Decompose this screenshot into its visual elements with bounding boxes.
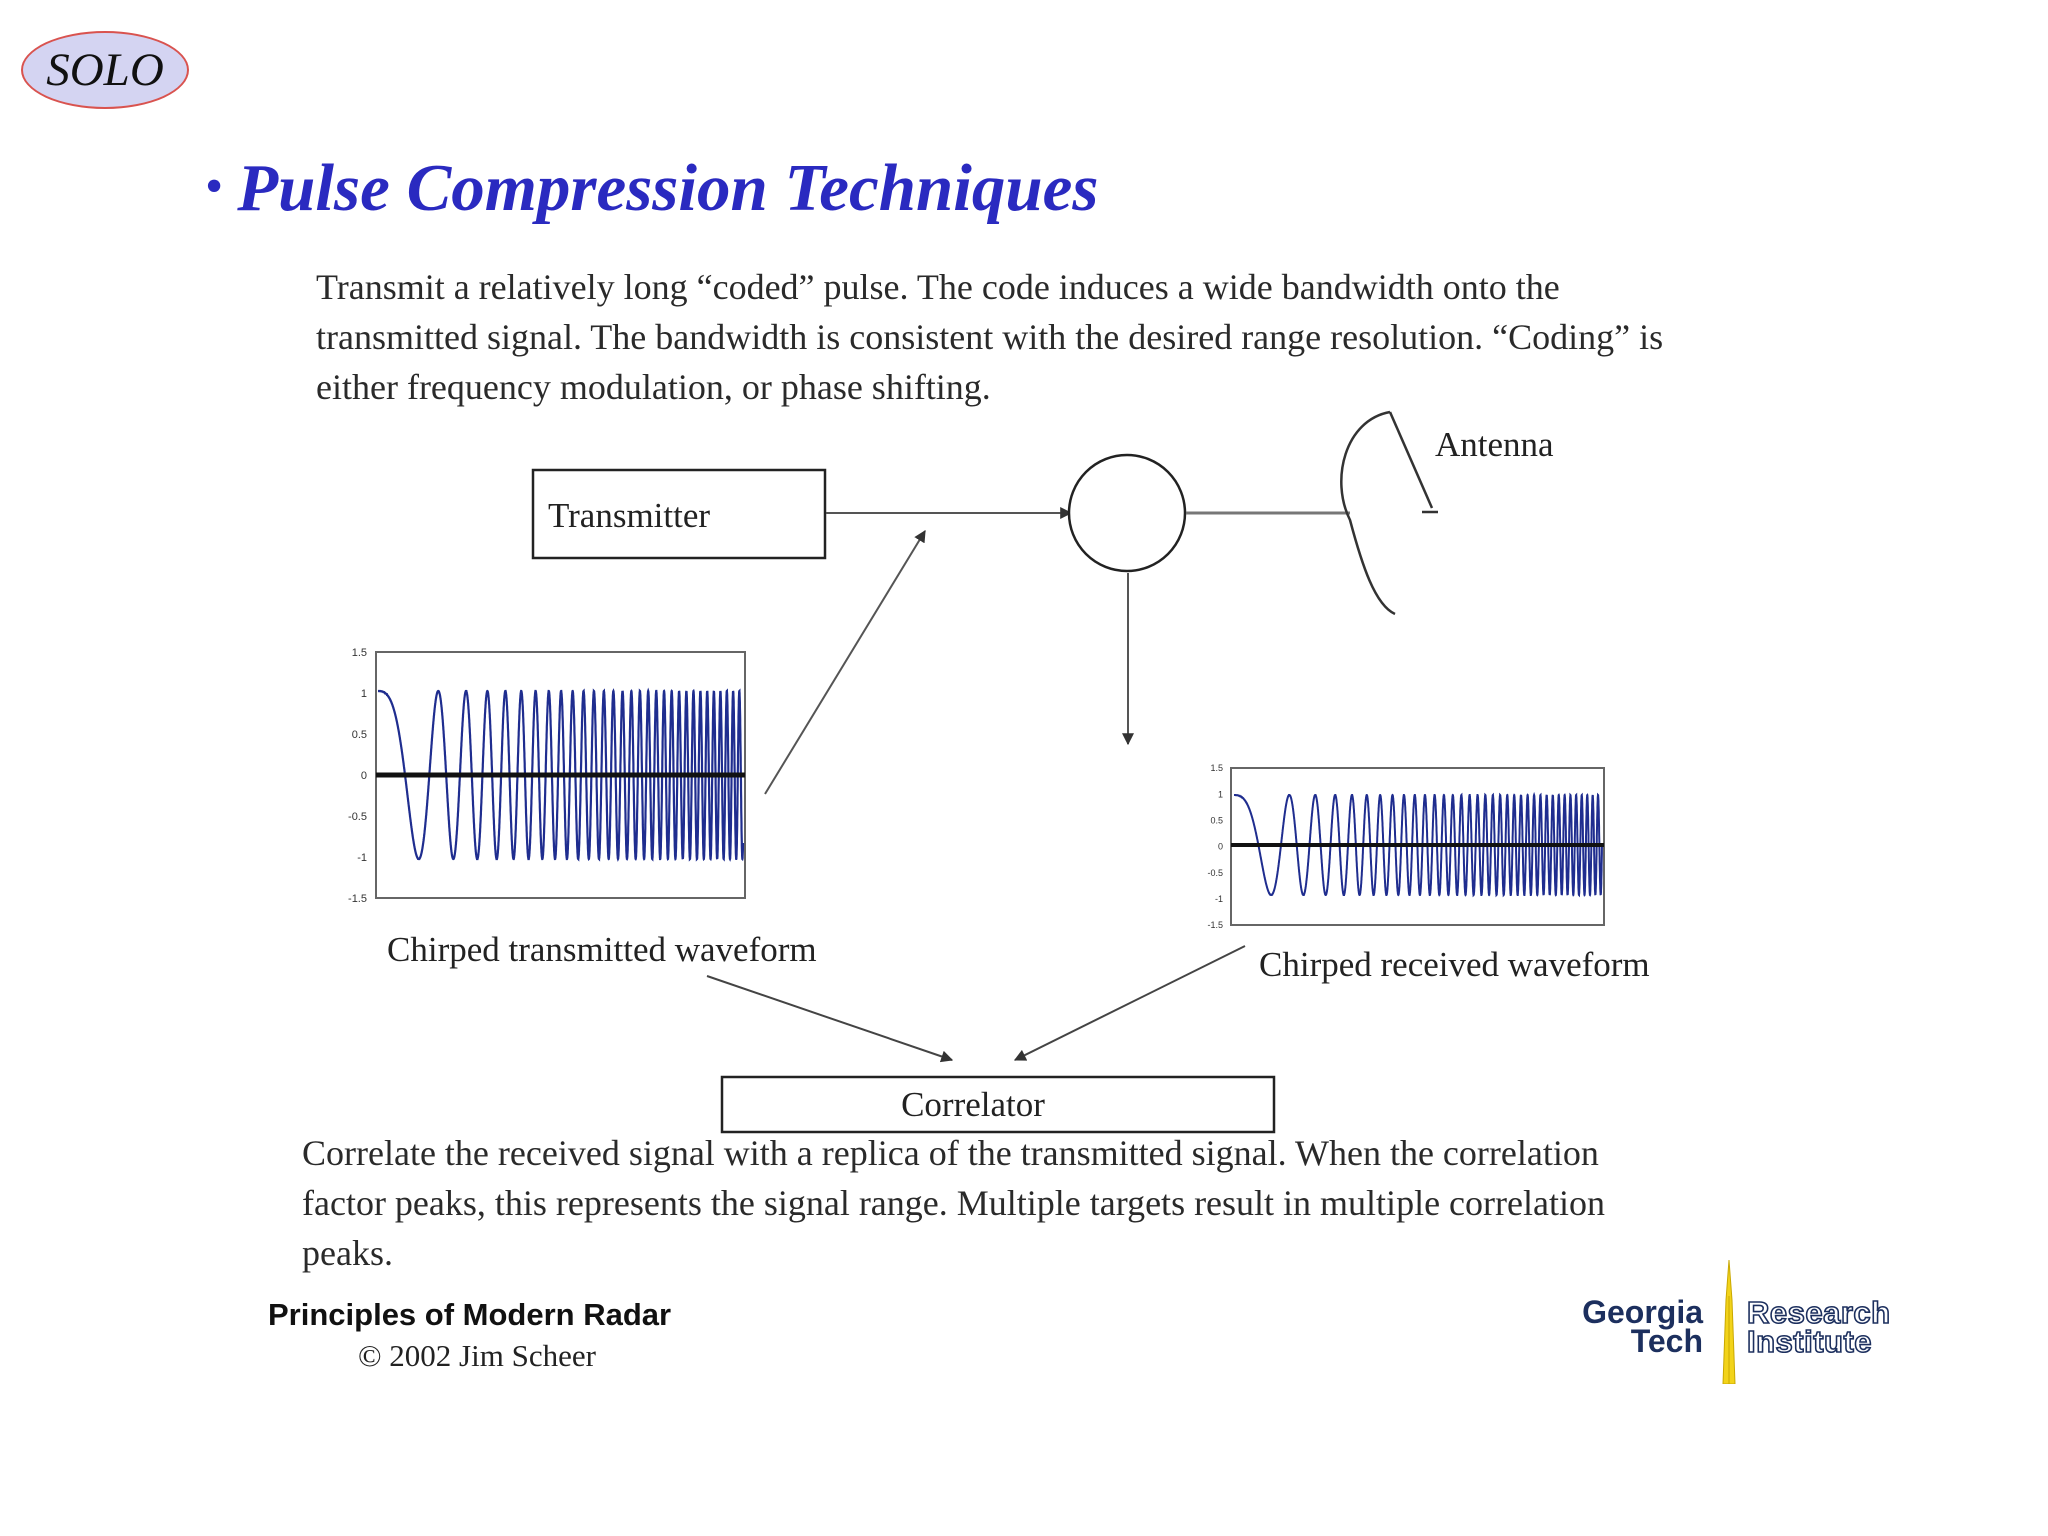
logo-left-line: Georgia bbox=[1582, 1294, 1703, 1330]
intro-line: either frequency modulation, or phase sh… bbox=[316, 367, 991, 407]
tech-tower-icon bbox=[1722, 1260, 1736, 1384]
ytick-label: -1.5 bbox=[1207, 920, 1223, 930]
solo-badge-text: SOLO bbox=[46, 44, 164, 96]
transmitter-label: Transmitter bbox=[548, 496, 710, 535]
ytick-label: 1 bbox=[1218, 789, 1223, 799]
tx-waveform-plot: 1.5 1 0.5 0 -0.5 -1 -1.5 bbox=[348, 647, 746, 905]
correlator-label: Correlator bbox=[901, 1085, 1045, 1124]
outro-line: peaks. bbox=[302, 1233, 393, 1273]
ytick-label: -0.5 bbox=[348, 811, 367, 823]
ytick-label: 1 bbox=[361, 688, 367, 700]
ytick-label: 0 bbox=[361, 770, 367, 782]
ytick-label: -1 bbox=[357, 852, 367, 864]
solo-badge: SOLO bbox=[21, 31, 189, 109]
logo-left-line: Tech bbox=[1630, 1323, 1703, 1359]
logo-right-line: Institute bbox=[1746, 1324, 1873, 1359]
waveform-to-tx-arrow bbox=[764, 529, 926, 795]
circulator bbox=[1067, 453, 1187, 573]
georgia-tech-research-institute-logo: Georgia Tech Research Institute bbox=[1554, 1260, 1934, 1384]
tx-waveform-line bbox=[378, 687, 745, 862]
antenna-label: Antenna bbox=[1435, 425, 1554, 464]
logo-right-text: Research Institute bbox=[1746, 1295, 1891, 1359]
ytick-label: -1 bbox=[1215, 894, 1223, 904]
tx-plot-yticks: 1.5 1 0.5 0 -0.5 -1 -1.5 bbox=[348, 647, 367, 905]
slide-title-text: Pulse Compression Techniques bbox=[237, 151, 1099, 225]
ytick-label: 0.5 bbox=[1210, 816, 1223, 826]
ytick-label: 1.5 bbox=[1210, 763, 1223, 773]
ytick-label: 0 bbox=[1218, 842, 1223, 852]
rx-plot-yticks: 1.5 1 0.5 0 -0.5 -1 -1.5 bbox=[1207, 763, 1223, 930]
antenna-dish bbox=[1340, 410, 1438, 616]
ytick-label: 1.5 bbox=[352, 647, 367, 659]
correlator-block: Correlator bbox=[720, 1075, 1276, 1134]
intro-line: transmitted signal. The bandwidth is con… bbox=[316, 317, 1664, 357]
rx-caption-to-correlator-arrow bbox=[1013, 945, 1246, 1061]
logo-left-text: Georgia Tech bbox=[1582, 1294, 1703, 1359]
intro-line: Transmit a relatively long “coded” pulse… bbox=[316, 267, 1560, 307]
intro-paragraph: Transmit a relatively long “coded” pulse… bbox=[316, 262, 1663, 412]
rx-waveform-caption: Chirped received waveform bbox=[1259, 945, 1650, 984]
tx-caption-to-correlator-arrow bbox=[706, 975, 954, 1063]
outro-line: Correlate the received signal with a rep… bbox=[302, 1133, 1599, 1173]
slide-title: •Pulse Compression Techniques bbox=[205, 150, 1098, 227]
outro-line: factor peaks, this represents the signal… bbox=[302, 1183, 1605, 1223]
footer-book-title: Principles of Modern Radar bbox=[268, 1297, 672, 1332]
ytick-label: 0.5 bbox=[352, 729, 367, 741]
transmitter-block: Transmitter bbox=[531, 468, 827, 560]
ytick-label: -1.5 bbox=[348, 893, 367, 905]
outro-paragraph: Correlate the received signal with a rep… bbox=[302, 1128, 1605, 1278]
ytick-label: -0.5 bbox=[1207, 868, 1223, 878]
rx-waveform-plot: 1.5 1 0.5 0 -0.5 -1 -1.5 bbox=[1207, 763, 1605, 930]
footer-copyright: © 2002 Jim Scheer bbox=[358, 1338, 596, 1373]
rx-waveform-line bbox=[1234, 791, 1603, 898]
tx-waveform-caption: Chirped transmitted waveform bbox=[387, 930, 817, 969]
title-bullet: • bbox=[205, 157, 224, 215]
logo-right-line: Research bbox=[1746, 1295, 1891, 1330]
